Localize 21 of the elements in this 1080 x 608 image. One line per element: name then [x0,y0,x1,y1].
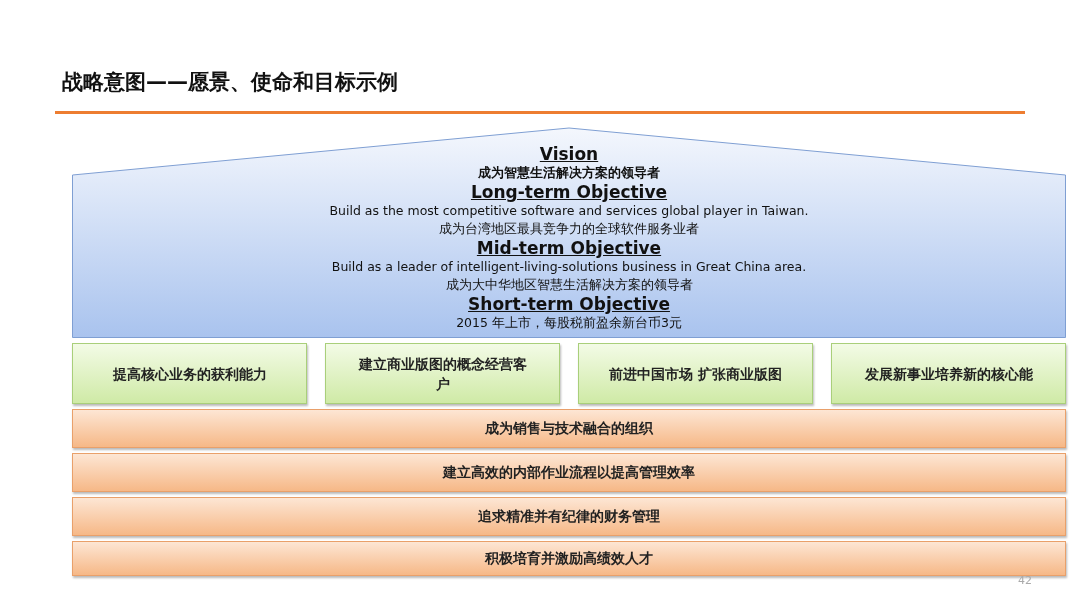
statement-text: 2015 年上市，每股税前盈余新台币3元 [455,314,683,332]
foundation-bar: 建立高效的内部作业流程以提高管理效率 [72,453,1066,492]
foundation-bar: 追求精准并有纪律的财务管理 [72,497,1066,536]
slide-title: 战略意图——愿景、使命和目标示例 [62,69,398,96]
statement-text: Build as the most competitive software and services global player in Taiwan. [328,202,810,220]
statement-text: 成为台湾地区最具竞争力的全球软件服务业者 [438,220,700,238]
goal-box: 发展新事业培养新的核心能 [831,343,1066,404]
statement-text: 成为智慧生活解决方案的领导者 [477,164,661,182]
foundation-bar: 成为销售与技术融合的组织 [72,409,1066,448]
page-number: 42 [1018,574,1032,587]
goal-box: 提高核心业务的获利能力 [72,343,307,404]
goal-box: 前进中国市场 扩张商业版图 [578,343,813,404]
statement-text: 成为大中华地区智慧生活解决方案的领导者 [444,276,694,294]
section-heading: Short-term Objective [467,294,671,314]
section-heading: Long-term Objective [469,182,669,202]
statement-text: Build as a leader of intelligent-living-solutions business in Great China area. [330,258,808,276]
section-heading: Mid-term Objective [475,238,663,258]
goal-box: 建立商业版图的概念经营客户 [325,343,560,404]
section-heading: Vision [538,144,600,164]
foundation-bar: 积极培育并激励高绩效人才 [72,541,1066,576]
house-shape [72,127,1066,338]
